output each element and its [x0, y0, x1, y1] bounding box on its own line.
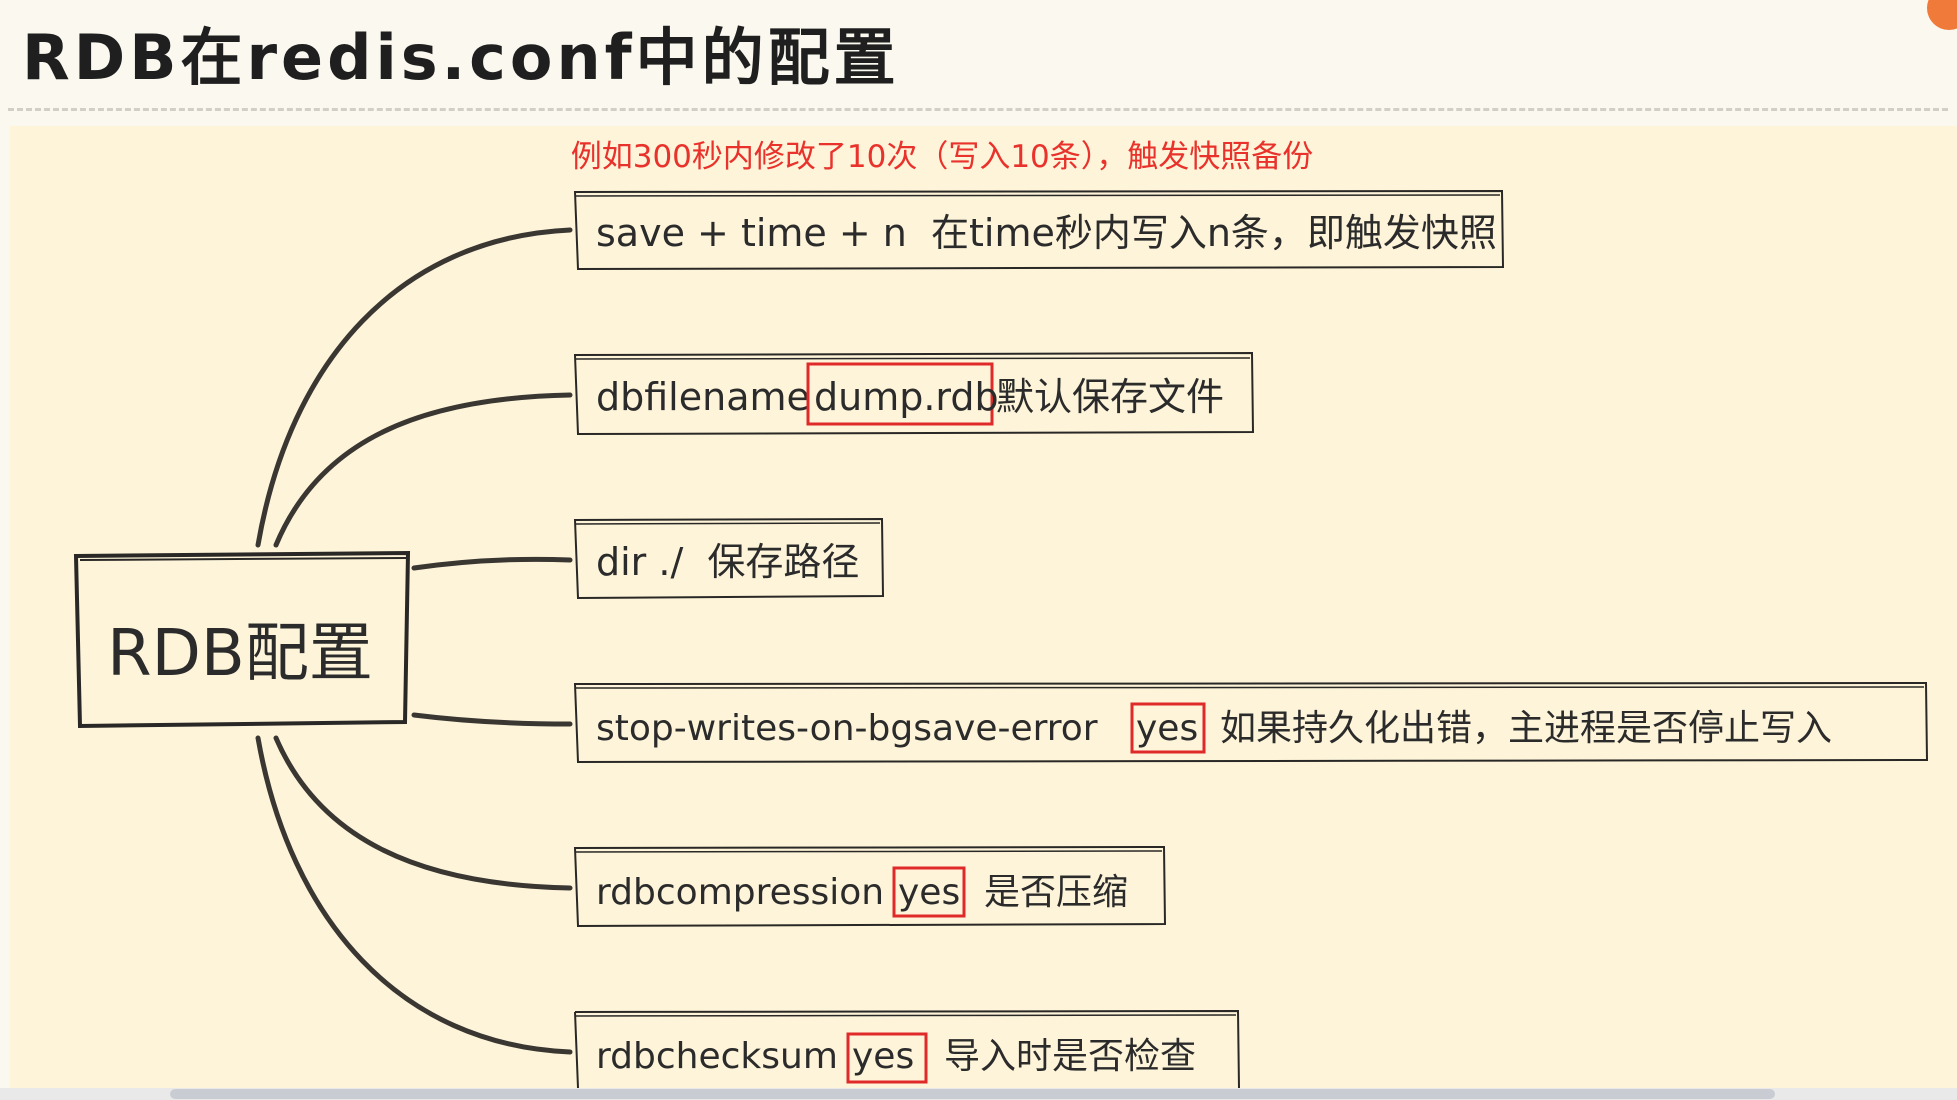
rdbcompression-value-highlight: [892, 866, 966, 918]
node-rdbchecksum-desc: 导入时是否检查: [944, 1036, 1196, 1077]
rdbchecksum-value-highlight: [846, 1032, 928, 1084]
svg-text:dir ./ 保存路径: dir ./ 保存路径: [596, 540, 859, 584]
node-dbfilename-value: dump.rdb: [814, 375, 999, 419]
node-save: save + time + n 在time秒内写入n条，即触发快照: [573, 189, 1505, 271]
node-stop-writes-desc: 如果持久化出错，主进程是否停止写入: [1220, 708, 1832, 749]
slide-title: RDB在redis.conf中的配置: [22, 21, 900, 94]
node-rdbchecksum-value: yes: [852, 1036, 914, 1077]
node-dbfilename: dbfilename dump.rdb 默认保存文件: [573, 351, 1255, 436]
title-divider: [8, 108, 1948, 111]
svg-text:save + time + n 在time秒内写: save + time + n 在time秒内写入n条，即触发快照: [596, 211, 1497, 255]
connector-stop-writes: [411, 712, 573, 727]
node-stop-writes-value: yes: [1136, 708, 1198, 749]
connector-save: [255, 227, 573, 548]
node-dir: dir ./ 保存路径: [573, 517, 885, 600]
stop-writes-value-highlight: [1130, 702, 1206, 754]
node-stop-writes: stop-writes-on-bgsave-error yes 如果持久化出错，…: [573, 681, 1929, 764]
dbfilename-value-highlight: [806, 362, 994, 426]
annotation-text: 例如300秒内修改了10次（写入10条），触发快照备份: [571, 139, 1314, 175]
node-dbfilename-key: dbfilename: [596, 375, 810, 419]
node-rdbchecksum: rdbchecksum yes 导入时是否检查: [574, 1009, 1240, 1089]
node-rdbcompression: rdbcompression yes 是否压缩: [573, 845, 1167, 928]
connector-rdbcompression: [273, 735, 573, 891]
connector-dir: [411, 556, 573, 571]
node-dir-key: dir ./: [596, 540, 683, 584]
connector-dbfilename: [273, 392, 573, 548]
root-node: RDB配置: [73, 550, 411, 729]
horizontal-scrollbar-thumb[interactable]: [170, 1089, 1775, 1099]
node-stop-writes-key: stop-writes-on-bgsave-error: [596, 708, 1098, 749]
root-node-label: RDB配置: [107, 617, 373, 691]
node-rdbcompression-value: yes: [898, 872, 960, 913]
node-save-key: save + time + n: [596, 211, 907, 255]
node-save-desc: 在time秒内写入n条，即触发快照: [931, 211, 1497, 255]
node-rdbcompression-desc: 是否压缩: [984, 872, 1128, 913]
connector-rdbchecksum: [255, 735, 573, 1055]
node-dbfilename-desc: 默认保存文件: [996, 375, 1224, 419]
node-rdbchecksum-key: rdbchecksum: [596, 1036, 838, 1077]
node-rdbcompression-key: rdbcompression: [596, 872, 884, 913]
node-dir-desc: 保存路径: [707, 540, 859, 584]
